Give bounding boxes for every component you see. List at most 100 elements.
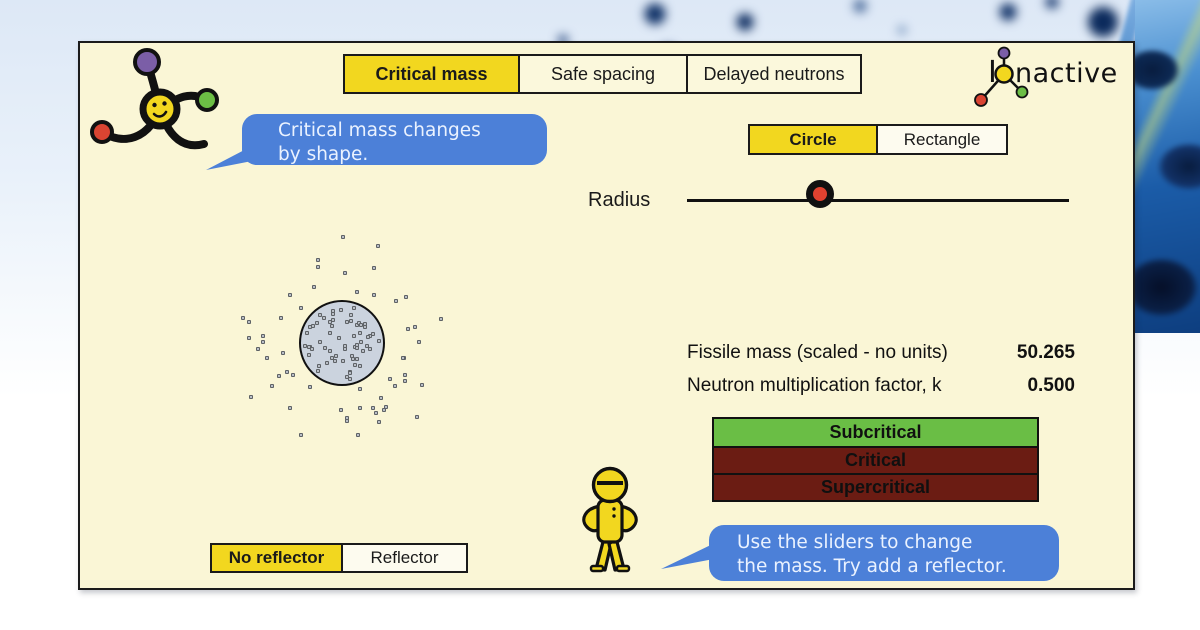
neutron-particle [306,353,311,358]
bubble-line: by shape. [278,143,369,165]
status-critical: Critical [714,446,1037,473]
neutron-particle [367,347,372,352]
fission-simulation-view [230,235,460,464]
neutron-particle [287,293,292,298]
neutron-particle [256,346,261,351]
neutron-particle [246,319,251,324]
neutron-particle [327,349,332,354]
neutron-particle [330,324,335,329]
neutron-particle [351,333,356,338]
neutron-particle [322,346,327,351]
reflector-toggle: No reflector Reflector [210,543,468,573]
neutron-particle [264,356,269,361]
neutron-particle [344,375,349,380]
neutron-particle [371,293,376,298]
tab-safe-spacing[interactable]: Safe spacing [518,56,686,92]
neutron-particle [363,322,367,327]
neutron-particle [338,307,343,312]
bubble-tail [206,146,252,170]
neutron-particle [383,404,388,409]
neutron-particle [349,312,354,317]
neutron-particle [388,376,393,381]
neutron-particle [314,320,319,325]
neutron-particle [343,271,348,276]
neutron-particle [318,313,323,318]
neutron-particle [279,316,284,321]
neutron-particle [341,358,346,363]
neutron-particle [269,384,274,389]
neutron-particle [361,348,366,353]
neutron-particle [307,384,312,389]
neutron-particle [304,331,309,336]
neutron-particle [376,420,381,425]
readout-fissile-mass: Fissile mass (scaled - no units) 50.265 [687,342,1075,375]
neutron-particle [355,357,360,362]
neutron-particle [344,415,349,420]
fissile-core-circle [299,300,385,386]
reflector-option-none[interactable]: No reflector [212,545,341,571]
bubble-line: Critical mass changes [278,120,481,141]
background-photo-right [1135,0,1200,333]
neutron-particle [316,363,321,368]
shape-option-rectangle[interactable]: Rectangle [876,126,1006,153]
brand-molecule-icon: I nactive [974,46,1118,107]
neutron-particle [352,363,357,368]
readouts: Fissile mass (scaled - no units) 50.265 … [687,342,1075,408]
bubble-line: Use the sliders to change [737,532,973,553]
bubble-tail [661,541,719,569]
radius-slider-label: Radius [588,189,651,211]
mascot-molecule-icon [90,48,219,150]
neutron-particle [357,331,362,336]
shape-toggle: Circle Rectangle [748,124,1008,155]
neutron-particle [298,306,303,311]
neutron-particle [340,235,345,240]
neutron-particle [241,315,246,320]
neutron-particle [348,376,353,381]
neutron-particle [357,363,362,368]
helper-figure [567,464,662,584]
neutron-particle [344,419,349,424]
neutron-particle [371,332,376,337]
brand-text: nactive [1015,58,1118,89]
readout-value: 50.265 [1016,342,1075,363]
neutron-particle [249,395,254,400]
readout-k-factor: Neutron multiplication factor, k 0.500 [687,375,1075,408]
neutron-particle [355,432,360,437]
neutron-particle [378,396,383,401]
shape-option-circle[interactable]: Circle [750,126,876,153]
status-supercritical: Supercritical [714,473,1037,500]
tab-critical-mass[interactable]: Critical mass [345,56,518,92]
neutron-particle [288,405,293,410]
topic-tabbar: Critical mass Safe spacing Delayed neutr… [343,54,862,94]
neutron-particle [347,370,352,375]
neutron-particle [419,383,424,388]
stick-figure-icon [582,466,638,573]
radius-slider-knob[interactable] [805,180,834,208]
neutron-particle [321,315,326,320]
neutron-particle [416,340,421,345]
neutron-particle [393,298,398,303]
neutron-particle [403,372,408,377]
mascot-speech-bubble: Critical mass changes by shape. [206,114,547,170]
neutron-particle [355,343,360,347]
bubble-line: the mass. Try add a reflector. [737,555,1007,577]
radius-slider[interactable] [687,180,1069,222]
neutron-particle [334,353,339,358]
brand-letter-i: I [988,55,997,90]
neutron-particle [330,317,335,322]
tab-delayed-neutrons[interactable]: Delayed neutrons [686,56,860,92]
simulator-panel: Critical mass Safe spacing Delayed neutr… [78,41,1135,590]
neutron-particle [316,368,321,373]
neutron-particle [285,369,290,374]
neutron-particle [327,320,332,325]
neutron-particle [303,343,308,348]
neutron-particle [372,265,377,270]
neutron-particle [336,336,341,341]
brand-logo: I nactive [964,44,1134,119]
neutron-particle [344,320,349,325]
reflector-option-reflector[interactable]: Reflector [341,545,466,571]
radius-slider-track[interactable] [687,199,1069,202]
neutron-particle [330,356,335,361]
neutron-particle [373,410,378,415]
neutron-particle [260,333,265,338]
